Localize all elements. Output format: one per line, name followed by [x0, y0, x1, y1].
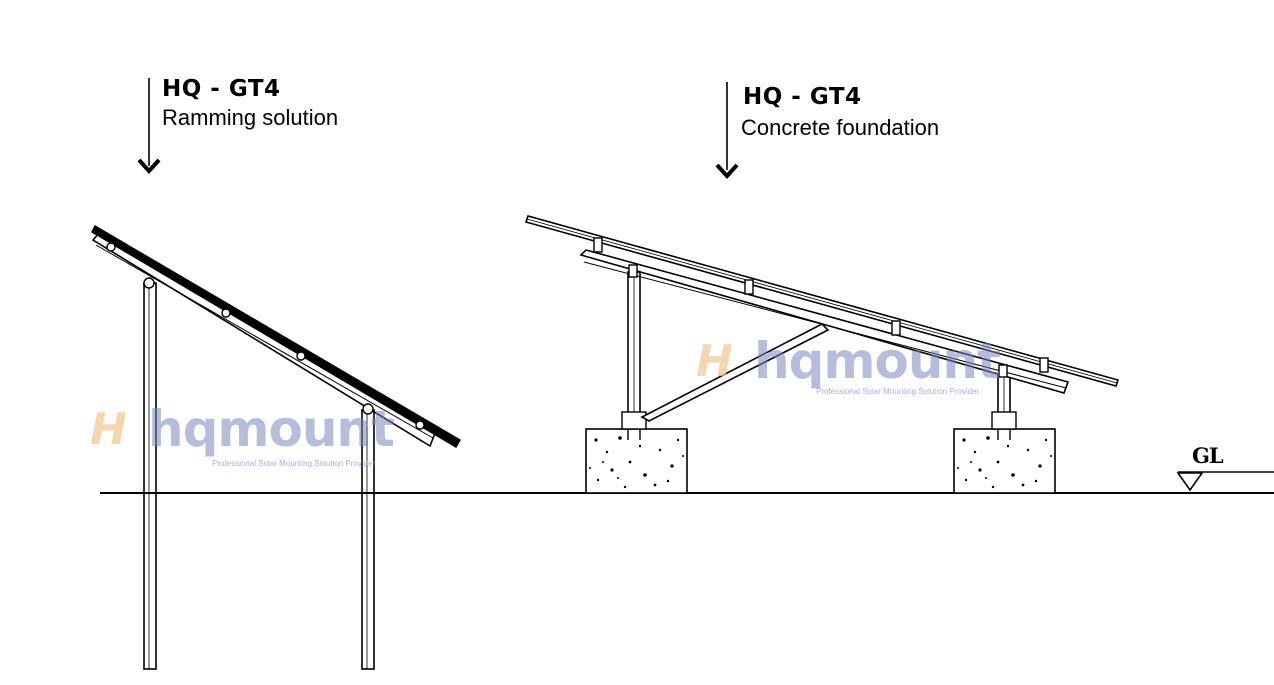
left-panel-rail: [91, 225, 461, 448]
left-model-label: HQ - GT4: [162, 76, 281, 102]
rear-concrete-block: [953, 428, 1056, 494]
watermark-left: H hqmount Professional Solar Mounting So…: [80, 398, 395, 478]
left-down-arrow: [137, 78, 161, 174]
watermark-brand: hqmount: [754, 332, 1001, 390]
right-rafter: [579, 249, 1070, 394]
watermark-brand: hqmount: [148, 400, 395, 458]
left-clamps: [106, 242, 425, 430]
concrete-structure: [524, 82, 1120, 494]
watermark-mark: H: [696, 336, 733, 387]
right-panel-rail: [524, 215, 1120, 387]
watermark-right: H hqmount Professional Solar Mounting So…: [688, 332, 1001, 412]
right-solution-label: Concrete foundation: [741, 115, 940, 140]
diagonal-brace: [640, 323, 830, 422]
ground-level-marker: [1176, 471, 1274, 492]
front-post: [621, 271, 647, 440]
watermark-tagline: Professional Solar Mounting Solution Pro…: [816, 387, 980, 396]
ramming-structure: [91, 78, 461, 670]
front-concrete-block: [585, 428, 688, 494]
right-down-arrow: [715, 82, 739, 179]
right-clamps: [593, 237, 1049, 378]
watermark-tagline: Professional Solar Mounting Solution Pro…: [212, 459, 376, 468]
ground-level-label: GL: [1192, 443, 1224, 468]
watermark-mark: H: [90, 404, 127, 455]
right-model-label: HQ - GT4: [743, 84, 862, 110]
left-solution-label: Ramming solution: [162, 105, 339, 130]
rear-post: [991, 371, 1017, 440]
